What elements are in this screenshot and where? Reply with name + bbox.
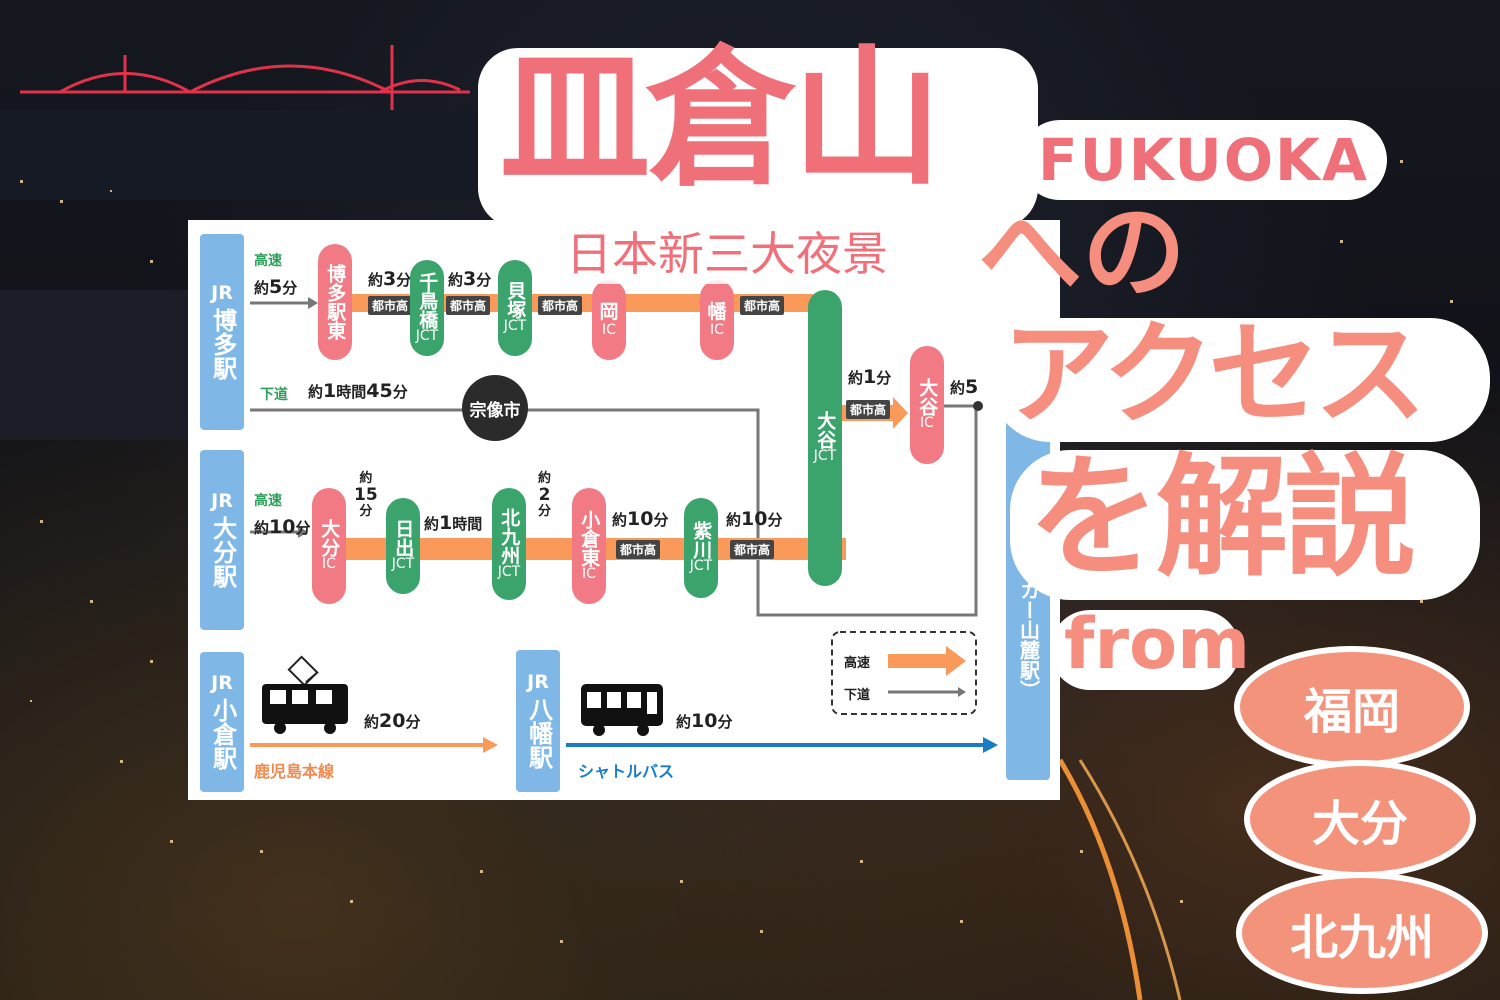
tag-city-expressway: 都市高 — [538, 296, 583, 315]
line-shuttle-bus: シャトルバス — [578, 762, 675, 781]
destination-label: カー山麓駅） — [1016, 580, 1041, 700]
legend-expressway: 高速 — [844, 656, 871, 671]
node-kaizuka-jct: 貝塚 JCT — [498, 260, 532, 356]
station-name: 小倉駅 — [208, 697, 237, 770]
time-hakata-expressway: 約5分 — [254, 276, 298, 298]
station-name: 大分駅 — [208, 515, 237, 588]
node-hata-ic: 幡 IC — [700, 280, 734, 360]
title-sub: 日本新三大夜景 — [560, 218, 894, 284]
time-oita-seg2: 約1時間 — [424, 512, 483, 534]
time-hakata-local: 約1時間45分 — [308, 380, 408, 402]
tag-city-expressway: 都市高 — [446, 296, 491, 315]
station-jr-oita: JR 大分駅 — [200, 450, 244, 630]
jr-label: JR — [211, 490, 233, 513]
legend-local: 下道 — [844, 688, 871, 703]
tag-city-expressway: 都市高 — [846, 400, 891, 419]
origin-fukuoka: 福岡 — [1234, 646, 1470, 768]
station-jr-kokura: JR 小倉駅 — [200, 652, 244, 792]
mode-label-local: 下道 — [260, 387, 288, 403]
time-yahata-bus: 約10分 — [676, 710, 733, 732]
node-kitakyushu-jct: 北九州 JCT — [492, 488, 526, 600]
jr-label: JR — [527, 671, 549, 694]
bus-icon — [581, 684, 663, 736]
tag-city-expressway: 都市高 — [368, 296, 413, 315]
jr-label: JR — [211, 282, 233, 305]
node-otani-ic: 大谷 IC — [910, 346, 944, 464]
time-oita-expressway: 約10分 — [254, 516, 311, 538]
station-jr-hakata: JR 博多駅 — [200, 234, 244, 430]
node-hakata-eki-higashi: 博多 駅東 — [318, 244, 352, 360]
title-line2: への — [978, 191, 1187, 313]
title-from: from — [1064, 603, 1251, 685]
station-name: 博多駅 — [208, 307, 237, 380]
title-backdrop — [478, 48, 1038, 228]
via-munakata: 宗像市 — [469, 401, 521, 421]
mode-label-expressway: 高速 — [254, 493, 282, 509]
time-oita-seg5: 約10分 — [726, 508, 783, 530]
title-line2-backdrop — [970, 210, 1002, 306]
time-oita-seg4: 約10分 — [612, 508, 669, 530]
title-en: FUKUOKA — [1020, 120, 1387, 200]
jr-label: JR — [211, 672, 233, 695]
title-line4: を解説 — [1028, 441, 1416, 595]
tag-city-expressway: 都市高 — [730, 540, 775, 559]
time-otani: 約1分 — [848, 366, 892, 388]
origin-oita: 大分 — [1244, 760, 1476, 878]
node-oka-ic: 岡 IC — [592, 280, 626, 360]
tag-city-expressway: 都市高 — [616, 540, 661, 559]
title-line3-backdrop — [990, 318, 1490, 442]
from-backdrop — [1050, 610, 1240, 690]
time-seg: 約3分 — [448, 268, 492, 290]
time-seg: 約3分 — [368, 268, 412, 290]
node-murasakigawa-jct: 紫川 JCT — [684, 498, 718, 598]
node-chidoribashi-jct: 千鳥 橋 JCT — [410, 260, 444, 356]
title-main: 皿倉山 — [500, 32, 942, 206]
time-last: 約5 — [950, 376, 979, 398]
node-kokura-higashi-ic: 小倉東 IC — [572, 488, 606, 604]
node-oita-ic: 大分 IC — [312, 488, 346, 604]
title-line4-backdrop — [1010, 450, 1480, 600]
access-route-diagram: JR 博多駅 JR 大分駅 JR 小倉駅 JR 八幡駅 カー山麓駅） 高速 約5… — [188, 220, 1060, 800]
station-name: 八幡駅 — [524, 696, 553, 769]
time-kokura-rail: 約20分 — [364, 710, 421, 732]
line-kagoshima-main: 鹿児島本線 — [254, 762, 335, 781]
title-line3: アクセス — [1002, 310, 1426, 440]
node-otani-jct: 大谷 JCT — [808, 290, 842, 586]
station-jr-yahata: JR 八幡駅 — [516, 650, 560, 792]
mode-label-expressway: 高速 — [254, 253, 282, 269]
train-icon — [262, 655, 348, 734]
tag-city-expressway: 都市高 — [740, 296, 785, 315]
origin-kitakyushu: 北九州 — [1236, 872, 1488, 994]
node-hiji-jct: 日出 JCT — [386, 498, 420, 594]
